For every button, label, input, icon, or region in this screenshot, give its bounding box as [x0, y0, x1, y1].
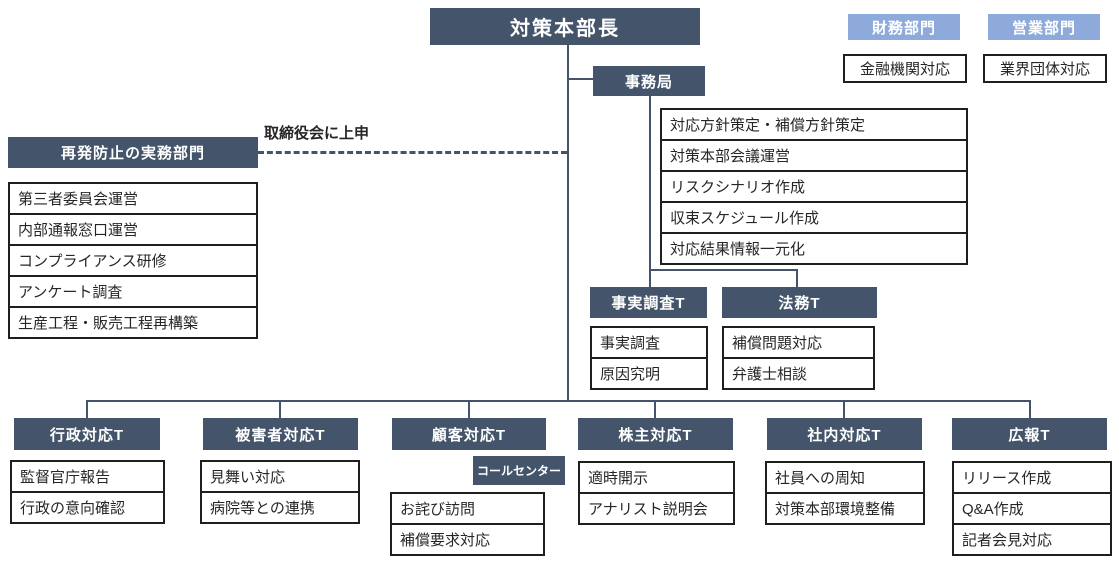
list-item: アナリスト説明会: [580, 492, 733, 523]
internal-team-header: 社内対応T: [767, 418, 922, 450]
admin-team-task-list: 監督官庁報告 行政の意向確認: [10, 460, 165, 524]
prevention-task-list: 第三者委員会運営 内部通報窓口運営 コンプライアンス研修 アンケート調査 生産工…: [8, 182, 258, 339]
list-item: 内部通報窓口運営: [10, 213, 256, 244]
connector-drop-shareholder: [654, 400, 656, 418]
admin-team-header: 行政対応T: [14, 418, 160, 450]
customer-team-task-list: お詫び訪問 補償要求対応: [390, 492, 545, 556]
list-item: 補償問題対応: [724, 328, 873, 357]
list-item: Q&A作成: [954, 492, 1110, 523]
sales-dept-task: 業界団体対応: [983, 54, 1107, 83]
shareholder-team-task-list: 適時開示 アナリスト説明会: [578, 461, 735, 525]
finance-dept-header: 財務部門: [848, 14, 960, 40]
list-item: 弁護士相談: [724, 357, 873, 388]
list-item: 生産工程・販売工程再構築: [10, 306, 256, 337]
victim-team-header: 被害者対応T: [203, 418, 358, 450]
list-item: 対応方針策定・補償方針策定: [662, 110, 966, 139]
finance-dept-task: 金融機関対応: [843, 54, 967, 83]
list-item: 対応結果情報一元化: [662, 232, 966, 263]
list-item: 対策本部環境整備: [767, 492, 923, 523]
list-item: 補償要求対応: [392, 523, 543, 554]
pr-team-header: 広報T: [952, 418, 1107, 450]
list-item: 事実調査: [592, 328, 706, 357]
list-item: 社員への周知: [767, 463, 923, 492]
connector-drop-internal: [843, 400, 845, 418]
victim-team-task-list: 見舞い対応 病院等との連携: [200, 460, 360, 524]
list-item: リリース作成: [954, 463, 1110, 492]
list-item: 監督官庁報告: [12, 462, 163, 491]
connector-secretariat-branch: [567, 78, 595, 80]
pr-team-task-list: リリース作成 Q&A作成 記者会見対応: [952, 461, 1112, 556]
connector-secretariat-vertical: [649, 96, 651, 288]
call-center-badge: コールセンター: [473, 456, 565, 485]
connector-drop-admin: [86, 400, 88, 418]
list-item: 第三者委員会運営: [10, 184, 256, 213]
connector-drop-victim: [279, 400, 281, 418]
list-item: 行政の意向確認: [12, 491, 163, 522]
list-item: 適時開示: [580, 463, 733, 492]
shareholder-team-header: 株主対応T: [578, 418, 733, 450]
connector-bottom-bus: [86, 400, 1031, 402]
list-item: お詫び訪問: [392, 494, 543, 523]
chief-header: 対策本部長: [430, 8, 700, 45]
connector-drop-customer: [468, 400, 470, 418]
secretariat-task-list: 対応方針策定・補償方針策定 対策本部会議運営 リスクシナリオ作成 収束スケジュー…: [660, 108, 968, 265]
sales-dept-header: 営業部門: [988, 14, 1100, 40]
list-item: コンプライアンス研修: [10, 244, 256, 275]
connector-main-vertical: [567, 45, 569, 402]
prevention-header: 再発防止の実務部門: [8, 137, 258, 168]
secretariat-header: 事務局: [593, 66, 705, 96]
list-item: 病院等との連携: [202, 491, 358, 522]
list-item: リスクシナリオ作成: [662, 170, 966, 201]
connector-dashed-board-report: [258, 151, 567, 154]
fact-team-header: 事実調査T: [590, 287, 707, 318]
connector-legal-horizontal: [649, 269, 798, 271]
list-item: 見舞い対応: [202, 462, 358, 491]
list-item: 記者会見対応: [954, 523, 1110, 554]
fact-team-task-list: 事実調査 原因究明: [590, 326, 708, 390]
legal-team-task-list: 補償問題対応 弁護士相談: [722, 326, 875, 390]
connector-drop-pr: [1029, 400, 1031, 418]
internal-team-task-list: 社員への周知 対策本部環境整備: [765, 461, 925, 525]
legal-team-header: 法務T: [722, 287, 877, 318]
board-report-label: 取締役会に上申: [264, 125, 370, 142]
list-item: 収束スケジュール作成: [662, 201, 966, 232]
list-item: 原因究明: [592, 357, 706, 388]
list-item: アンケート調査: [10, 275, 256, 306]
customer-team-header: 顧客対応T: [392, 418, 546, 450]
list-item: 対策本部会議運営: [662, 139, 966, 170]
connector-legal-vertical: [796, 269, 798, 288]
